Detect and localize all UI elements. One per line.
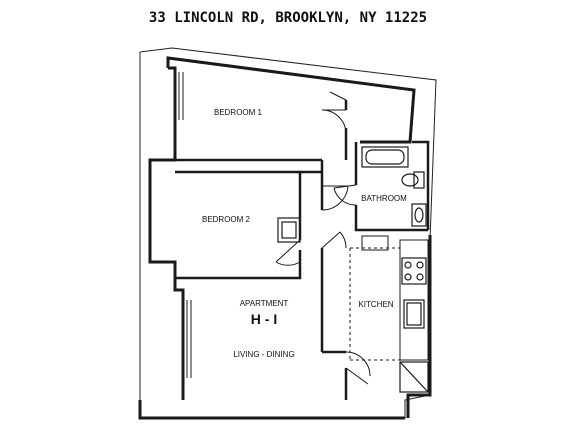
room-label-bedroom-2: BEDROOM 2 [202,215,251,224]
exterior-walls [138,56,432,420]
kitchen-sink [403,299,425,329]
doors [275,91,371,385]
refrigerator [399,361,429,393]
bathtub [361,146,409,168]
windows [178,72,192,378]
closet-bedroom2 [277,217,301,243]
stove [401,257,427,285]
unit-number: H - I [251,311,277,327]
room-label-bathroom: BATHROOM [361,194,407,203]
room-label-kitchen: KITCHEN [358,300,393,309]
address-title: 33 LINCOLN RD, BROOKLYN, NY 11225 [149,10,427,26]
room-label-bedroom-1: BEDROOM 1 [214,108,263,117]
toilet [401,171,425,189]
interior-walls [175,100,430,400]
unit-label: APARTMENT [240,299,289,308]
kitchen-counter [349,235,429,361]
room-label-living-dining: LIVING - DINING [233,350,294,359]
bathroom-sink [411,203,427,227]
